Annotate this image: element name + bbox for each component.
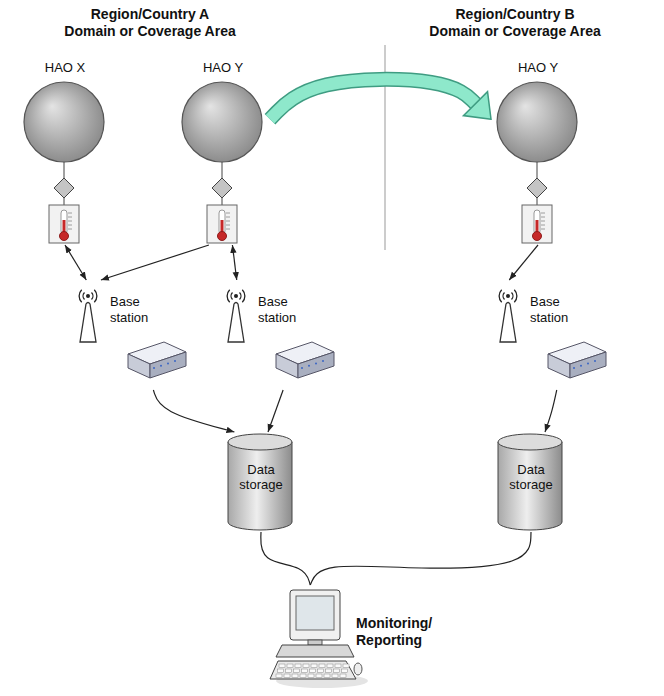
- balloon-hao: HAO X: [18, 60, 112, 245]
- balloon-hao: HAO Y: [176, 60, 270, 245]
- node-label: Data storage: [496, 432, 566, 492]
- region-heading: Region/Country A Domain or Coverage Area: [64, 6, 236, 40]
- data-link: [268, 390, 283, 432]
- balloon-hao-icon: [18, 60, 110, 245]
- balloon-hao: HAO Y: [491, 60, 585, 245]
- node-label: HAO X: [18, 60, 112, 76]
- base-station: Base station: [68, 280, 190, 390]
- data-link: [65, 245, 86, 280]
- base-station: Base station: [488, 280, 613, 390]
- node-label: Monitoring/ Reporting: [356, 615, 451, 649]
- data-link: [509, 245, 538, 280]
- node-label: HAO Y: [176, 60, 270, 76]
- base-station: Base station: [216, 280, 338, 390]
- balloon-hao-icon: [176, 60, 268, 245]
- region-heading: Region/Country B Domain or Coverage Area: [429, 6, 601, 40]
- balloon-hao-icon: [491, 60, 583, 245]
- data-link: [261, 532, 310, 585]
- node-label: Base station: [530, 294, 592, 326]
- node-label: Base station: [110, 294, 172, 326]
- data-storage: Data storage: [226, 432, 296, 532]
- node-label: Base station: [258, 294, 320, 326]
- data-storage: Data storage: [496, 432, 566, 532]
- node-label: HAO Y: [491, 60, 585, 76]
- data-link: [545, 390, 557, 432]
- monitoring-computer: Monitoring/ Reporting: [270, 585, 453, 690]
- node-label: Data storage: [226, 432, 296, 492]
- data-link: [310, 532, 531, 585]
- data-link: [101, 245, 209, 280]
- data-link: [232, 245, 236, 280]
- data-link: [153, 390, 234, 432]
- transfer-arrow: [270, 79, 491, 119]
